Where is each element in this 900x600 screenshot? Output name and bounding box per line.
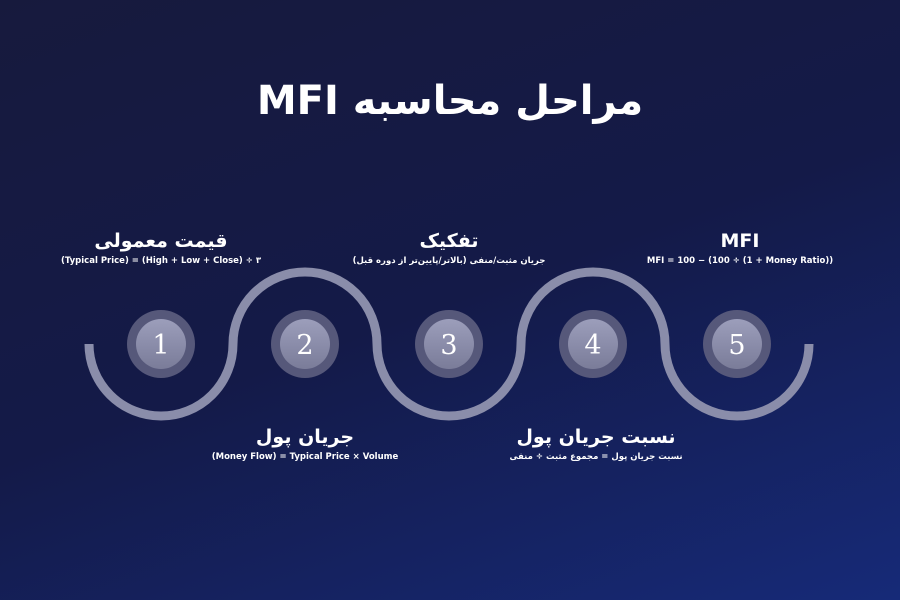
step-2-node: 2 [271, 310, 339, 378]
step-1-heading: قیمت معمولی [94, 230, 228, 252]
step-5-node: 5 [703, 310, 771, 378]
step-3-heading: تفکیک [419, 230, 479, 252]
step-4-number: 4 [584, 330, 601, 361]
wave-connector [84, 267, 814, 421]
step-5-formula: MFI = 100 − (100 ÷ (1 + Money Ratio)) [646, 256, 834, 266]
step-1-formula: (Typical Price) = (High + Low + Close) ÷… [60, 256, 262, 266]
step-2-number: 2 [296, 330, 313, 361]
step-3-formula: جریان مثبت/منفی (بالاتر/پایین‌تر از دوره… [352, 256, 546, 266]
step-4-node: 4 [559, 310, 627, 378]
step-4-heading: نسبت جریان پول [516, 426, 676, 448]
step-3-number: 3 [440, 330, 457, 361]
step-5-number: 5 [728, 330, 745, 361]
step-3-node: 3 [415, 310, 483, 378]
step-2-heading: جریان پول [255, 426, 355, 448]
step-1-label: قیمت معمولی (Typical Price) = (High + Lo… [31, 230, 291, 266]
step-4-formula: نسبت جریان پول = مجموع مثبت ÷ منفی [509, 452, 683, 462]
step-5-label: MFI MFI = 100 − (100 ÷ (1 + Money Ratio)… [610, 230, 870, 266]
step-4-label: نسبت جریان پول نسبت جریان پول = مجموع مث… [466, 426, 726, 462]
step-2-formula: (Money Flow) = Typical Price × Volume [211, 452, 399, 462]
page-title: مراحل محاسبه MFI [256, 78, 644, 124]
step-3-label: تفکیک جریان مثبت/منفی (بالاتر/پایین‌تر ا… [319, 230, 579, 266]
step-2-label: جریان پول (Money Flow) = Typical Price ×… [175, 426, 435, 462]
step-5-heading: MFI [720, 230, 760, 252]
step-1-number: 1 [152, 330, 169, 361]
step-1-node: 1 [127, 310, 195, 378]
